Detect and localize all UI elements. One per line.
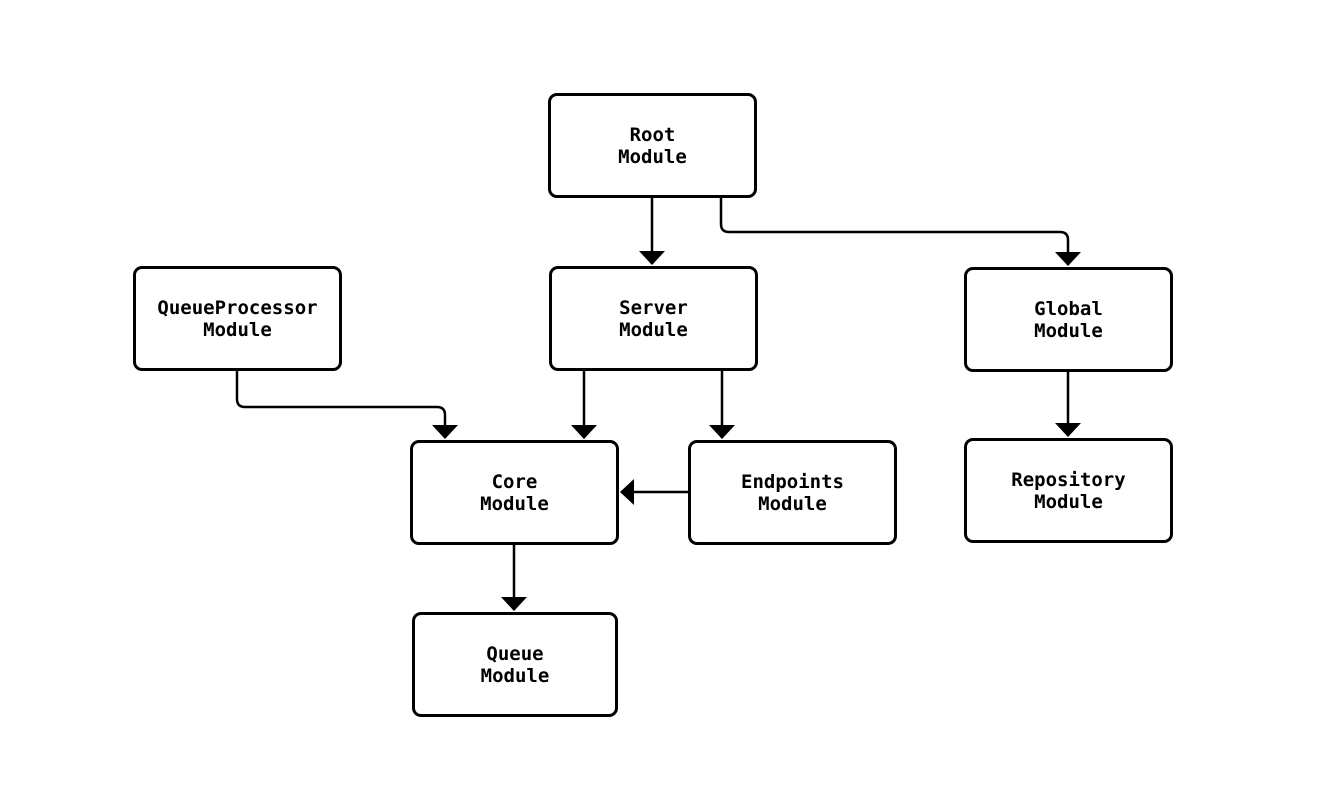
- node-endpoints-module-label: Endpoints Module: [741, 470, 844, 515]
- node-repository-module: Repository Module: [964, 438, 1173, 543]
- node-core-module-label: Core Module: [480, 470, 549, 515]
- node-core-module: Core Module: [410, 440, 619, 545]
- node-global-module-label: Global Module: [1034, 297, 1103, 342]
- node-endpoints-module: Endpoints Module: [688, 440, 897, 545]
- node-repository-module-label: Repository Module: [1011, 468, 1126, 513]
- edge-root-to-global: [719, 198, 1081, 266]
- node-global-module: Global Module: [964, 267, 1173, 372]
- node-queue-module-label: Queue Module: [480, 642, 550, 687]
- node-server-module-label: Server Module: [619, 296, 688, 341]
- node-queue-module: Queue Module: [412, 612, 618, 717]
- node-root-module: Root Module: [548, 93, 757, 198]
- edge-queueprocessor-to-core: [235, 371, 458, 439]
- node-root-module-label: Root Module: [618, 123, 687, 168]
- node-server-module: Server Module: [549, 266, 758, 371]
- node-queueprocessor-module-label: QueueProcessor Module: [157, 296, 318, 341]
- node-queueprocessor-module: QueueProcessor Module: [133, 266, 342, 371]
